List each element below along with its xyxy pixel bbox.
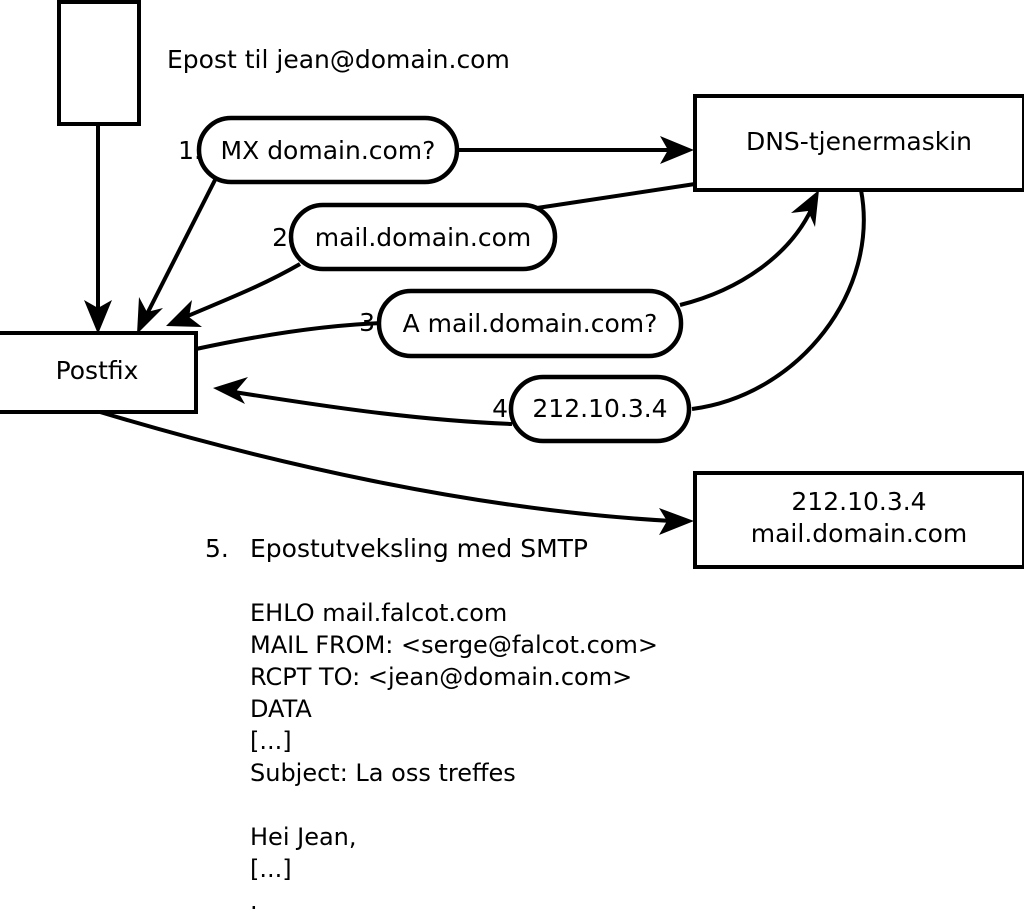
edge-step1-to-dns bbox=[458, 136, 694, 164]
step-bubble-3[interactable]: A mail.domain.com? bbox=[376, 288, 684, 359]
node-dns-box[interactable]: DNS-tjenermaskin bbox=[693, 94, 1024, 192]
step-4-label: 212.10.3.4 bbox=[532, 394, 667, 423]
transcript-line: DATA bbox=[250, 695, 312, 723]
edge-postfix-to-step3 bbox=[195, 321, 383, 351]
step-bubble-1[interactable]: MX domain.com? bbox=[196, 115, 460, 185]
step-3-number: 3. bbox=[359, 308, 383, 337]
step-1-label: MX domain.com? bbox=[221, 136, 436, 165]
step-2-number: 2. bbox=[272, 223, 296, 252]
edge-step3-to-dns bbox=[679, 190, 819, 307]
step-bubble-4[interactable]: 212.10.3.4 bbox=[508, 374, 692, 444]
transcript-line: Subject: La oss treffes bbox=[250, 759, 516, 787]
step-2-label: mail.domain.com bbox=[315, 223, 531, 252]
transcript-line: EHLO mail.falcot.com bbox=[250, 599, 507, 627]
step-1-number: 1. bbox=[178, 136, 202, 165]
edge-step4-to-postfix bbox=[213, 377, 513, 426]
step-5-label: Epostutveksling med SMTP bbox=[250, 534, 588, 563]
mailserver-ip-label: 212.10.3.4 bbox=[791, 487, 926, 516]
mailserver-host-label: mail.domain.com bbox=[751, 519, 967, 548]
transcript-line: RCPT TO: <jean@domain.com> bbox=[250, 663, 632, 691]
step-4-number: 4. bbox=[492, 394, 516, 423]
step-bubble-2[interactable]: mail.domain.com bbox=[288, 202, 558, 272]
node-mailserver-box[interactable]: 212.10.3.4 mail.domain.com bbox=[693, 471, 1024, 569]
node-postfix-box[interactable]: Postfix bbox=[0, 331, 198, 414]
transcript-line: MAIL FROM: <serge@falcot.com> bbox=[250, 631, 658, 659]
edge-dns-to-step4 bbox=[691, 189, 866, 411]
transcript-line: [...] bbox=[250, 855, 292, 883]
step-5-number: 5. bbox=[205, 534, 229, 563]
node-client-box[interactable] bbox=[57, 0, 141, 126]
edge-client-to-postfix bbox=[84, 124, 112, 334]
transcript-line: [...] bbox=[250, 727, 292, 755]
diagram-title-text: Epost til jean@domain.com bbox=[167, 45, 510, 74]
dns-label: DNS-tjenermaskin bbox=[746, 127, 972, 156]
edge-postfix-to-step1 bbox=[137, 177, 218, 334]
transcript-line: . bbox=[250, 887, 258, 915]
edge-dns-to-step2 bbox=[536, 182, 696, 210]
step-3-label: A mail.domain.com? bbox=[403, 309, 658, 338]
edge-postfix-to-mailserver bbox=[99, 410, 694, 535]
transcript-line: Hei Jean, bbox=[250, 823, 357, 851]
edge-step2-to-postfix bbox=[166, 262, 302, 327]
postfix-label: Postfix bbox=[56, 356, 139, 385]
